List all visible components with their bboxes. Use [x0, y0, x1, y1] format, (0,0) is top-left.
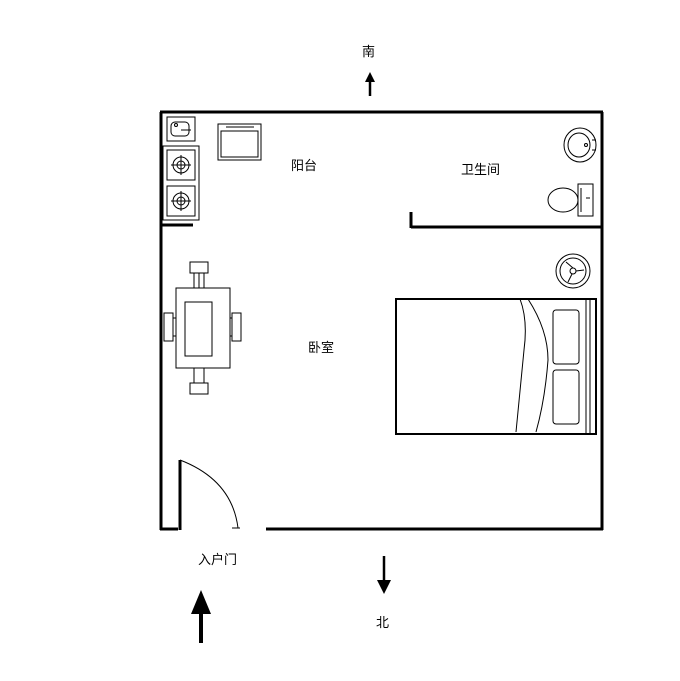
bathroom-sink-icon: [563, 127, 597, 163]
north-arrow-icon: [377, 556, 391, 594]
gas-stove-icon: [162, 145, 200, 221]
toilet-icon: [547, 183, 594, 217]
kitchen-sink-icon: [166, 116, 196, 142]
south-label: 南: [362, 45, 376, 60]
balcony-label: 阳台: [291, 159, 318, 174]
bed-icon: [395, 298, 597, 435]
entrance-arrow-icon: [191, 590, 211, 643]
south-arrow-icon: [365, 72, 375, 96]
washtub-icon: [217, 123, 262, 161]
fan-icon: [555, 253, 591, 289]
bathroom-label: 卫生间: [461, 163, 501, 178]
entrance-door[interactable]: [178, 459, 240, 530]
outer-walls: [159, 110, 604, 531]
north-label: 北: [376, 616, 390, 631]
bedroom-label: 卧室: [308, 341, 335, 356]
dining-table-icon: [163, 261, 242, 395]
entrance-label: 入户门: [198, 553, 238, 568]
partition-walls: [161, 212, 603, 229]
